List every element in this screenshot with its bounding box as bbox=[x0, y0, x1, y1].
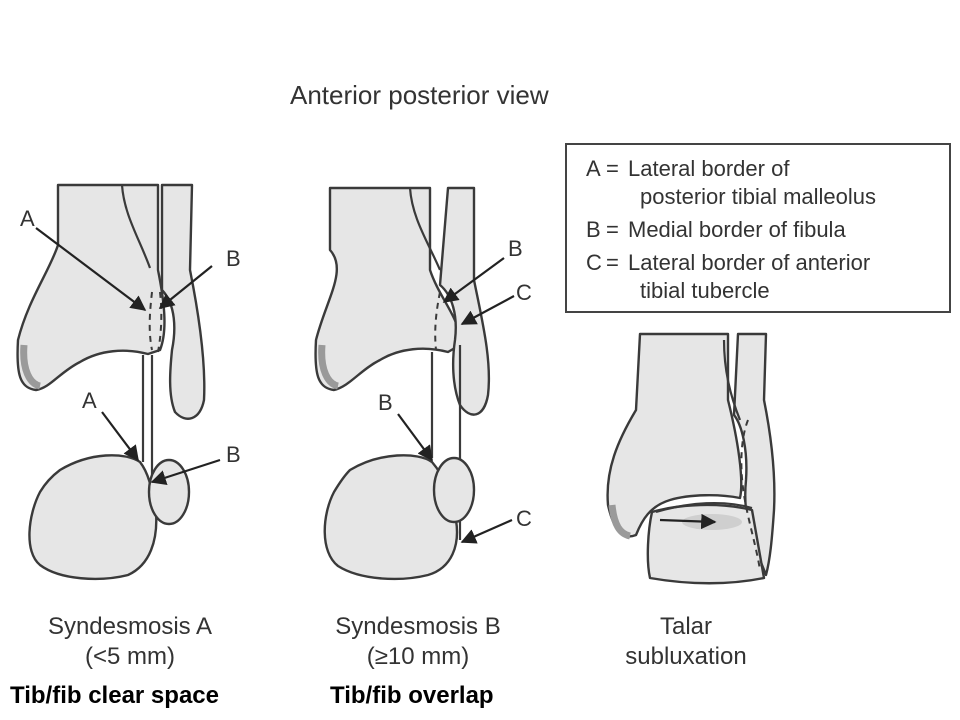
caption-a-line1: Syndesmosis A bbox=[48, 613, 212, 640]
fibula-b bbox=[438, 186, 491, 416]
talar-shift-arrow bbox=[659, 513, 717, 530]
arrow-b-upper-b bbox=[442, 257, 505, 303]
footer-overlap: Tib/fib overlap bbox=[330, 682, 494, 709]
fibula-c-inner-line bbox=[722, 339, 742, 421]
footer-clear-space: Tib/fib clear space bbox=[10, 682, 219, 709]
tibia-a bbox=[16, 183, 166, 392]
fibula-a-inner-line bbox=[120, 184, 152, 269]
label-b-upper-b: B bbox=[508, 236, 523, 261]
fibula-b-inner-line bbox=[408, 187, 442, 271]
arrow-b-lower-a bbox=[150, 458, 221, 486]
caption-b-line2: (≥10 mm) bbox=[367, 643, 470, 670]
legend-key-c: C bbox=[586, 250, 602, 275]
arrow-c-upper bbox=[460, 295, 515, 325]
legend-eq-a: = bbox=[606, 156, 619, 181]
label-a-lower: A bbox=[82, 388, 97, 413]
arrow-b-lower-b bbox=[397, 413, 433, 462]
fibular-tip-b bbox=[432, 456, 476, 524]
talus-b bbox=[323, 454, 459, 581]
tibia-a-shadow bbox=[20, 344, 42, 390]
tibia-c-shadow bbox=[608, 504, 631, 540]
panel-talar-subluxation: Talar subluxation bbox=[606, 332, 776, 670]
label-b-lower-b: B bbox=[378, 390, 393, 415]
label-b-upper: B bbox=[226, 246, 241, 271]
tibia-b bbox=[314, 186, 462, 392]
arrow-a-upper bbox=[35, 227, 147, 311]
tibial-border-b-dash bbox=[434, 291, 441, 351]
arrow-a-lower bbox=[101, 411, 139, 462]
legend-text-a2: posterior tibial malleolus bbox=[640, 184, 876, 209]
caption-c-line1: Talar bbox=[660, 613, 712, 640]
tibia-b-shadow bbox=[318, 344, 340, 390]
talus-a bbox=[28, 454, 158, 581]
view-title: Anterior posterior view bbox=[290, 80, 549, 110]
legend-box bbox=[565, 143, 951, 313]
fibula-a bbox=[160, 183, 206, 420]
panel-syndesmosis-a: A B A B Syndesmosis A (<5 mm) bbox=[16, 183, 241, 670]
tibia-c bbox=[606, 332, 743, 538]
arrow-c-lower bbox=[460, 518, 513, 544]
legend-text-b1: Medial border of fibula bbox=[628, 217, 846, 242]
talar-dome-line bbox=[655, 501, 753, 514]
legend-key-b: B bbox=[586, 217, 601, 242]
label-b-lower: B bbox=[226, 442, 241, 467]
arrow-b-upper-a bbox=[158, 265, 213, 309]
legend-text-a1: Lateral border of bbox=[628, 156, 790, 181]
legend-key-a: A bbox=[586, 156, 601, 181]
tibial-border-a-dash bbox=[148, 291, 153, 351]
label-c-upper: C bbox=[516, 280, 532, 305]
fibula-c bbox=[732, 332, 776, 577]
legend: A = Lateral border of posterior tibial m… bbox=[565, 143, 951, 313]
panel-syndesmosis-b: B C B C Syndesmosis B (≥10 mm) bbox=[314, 186, 532, 670]
legend-text-c1: Lateral border of anterior bbox=[628, 250, 870, 275]
label-c-lower: C bbox=[516, 506, 532, 531]
caption-c-line2: subluxation bbox=[625, 643, 746, 670]
legend-text-c2: tibial tubercle bbox=[640, 278, 770, 303]
caption-b-line1: Syndesmosis B bbox=[335, 613, 500, 640]
label-a-upper: A bbox=[20, 206, 35, 231]
fibular-tip-a bbox=[147, 458, 191, 526]
caption-a-line2: (<5 mm) bbox=[85, 643, 175, 670]
legend-eq-b: = bbox=[606, 217, 619, 242]
legend-eq-c: = bbox=[606, 250, 619, 275]
